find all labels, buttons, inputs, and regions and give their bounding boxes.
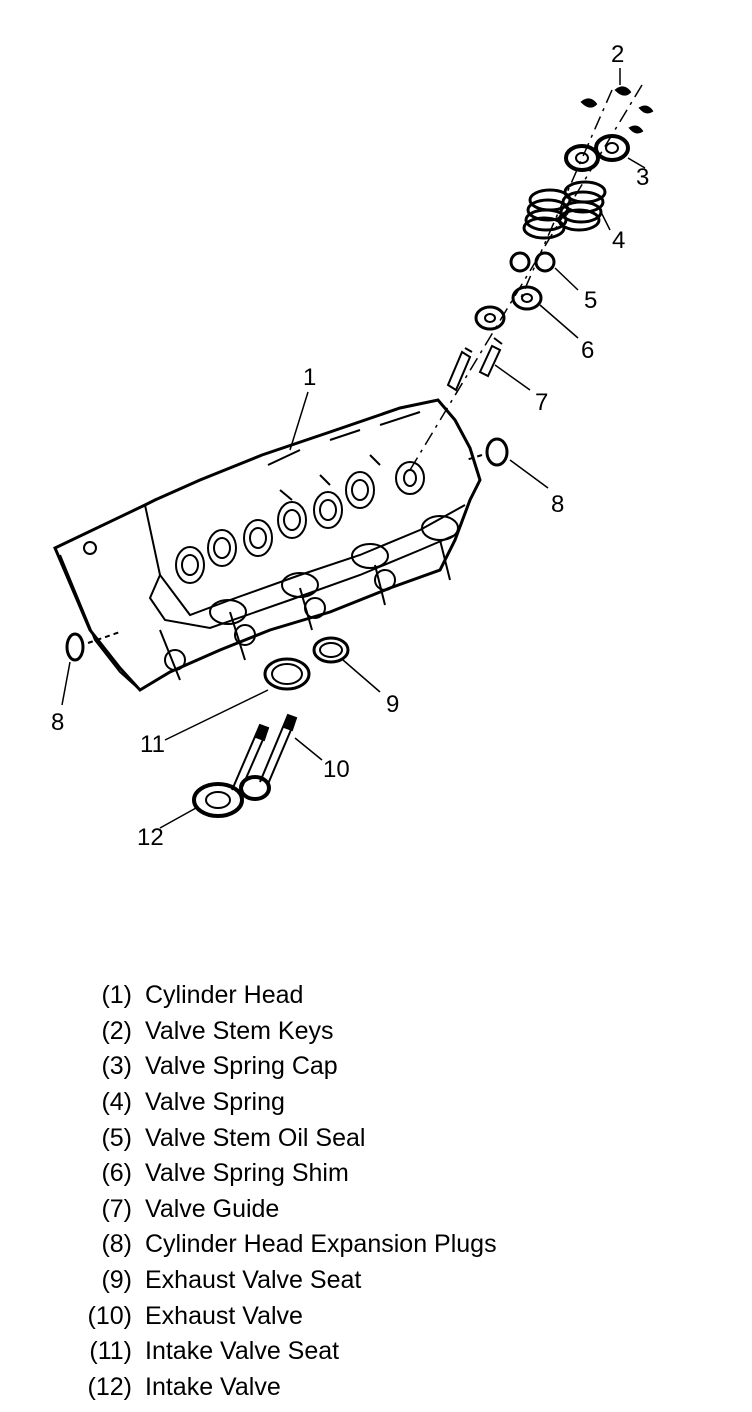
legend-number: (6) xyxy=(101,1159,132,1188)
callout-2: 2 xyxy=(611,41,624,68)
legend-label: Valve Stem Oil Seal xyxy=(145,1123,366,1152)
callout-11: 11 xyxy=(140,731,165,758)
legend-label: Intake Valve xyxy=(145,1372,281,1401)
legend-label: Cylinder Head xyxy=(145,981,304,1010)
legend-label: Intake Valve Seat xyxy=(145,1337,340,1366)
legend-number: (7) xyxy=(101,1194,132,1223)
legend-number: (3) xyxy=(101,1052,132,1081)
callout-12: 12 xyxy=(137,824,164,851)
legend-item: (12) Intake Valve xyxy=(60,1370,700,1406)
callout-8-left: 8 xyxy=(51,709,64,736)
legend-label: Valve Stem Keys xyxy=(145,1016,334,1045)
callout-5: 5 xyxy=(584,287,597,314)
legend-item: (11) Intake Valve Seat xyxy=(60,1334,700,1370)
callout-4: 4 xyxy=(612,227,625,254)
valve-train-parts xyxy=(65,84,654,662)
legend-number: (8) xyxy=(101,1230,132,1259)
legend-number: (12) xyxy=(87,1372,132,1401)
legend-label: Valve Spring xyxy=(145,1088,285,1117)
legend-number: (4) xyxy=(101,1088,132,1117)
legend-item: (2) Valve Stem Keys xyxy=(60,1014,700,1050)
legend-number: (5) xyxy=(101,1123,132,1152)
cylinder-head-illustration xyxy=(53,398,482,692)
legend-item: (3) Valve Spring Cap xyxy=(60,1049,700,1085)
legend-number: (11) xyxy=(89,1337,132,1366)
legend-item: (4) Valve Spring xyxy=(60,1085,700,1121)
legend-item: (8) Cylinder Head Expansion Plugs xyxy=(60,1227,700,1263)
callout-numbers: 1 2 3 4 5 6 7 8 8 9 10 11 12 xyxy=(51,41,649,851)
legend-number: (9) xyxy=(101,1266,132,1295)
legend-item: (7) Valve Guide xyxy=(60,1192,700,1228)
legend-label: Exhaust Valve Seat xyxy=(145,1266,362,1295)
legend-label: Cylinder Head Expansion Plugs xyxy=(145,1230,497,1259)
legend-item: (10) Exhaust Valve xyxy=(60,1298,700,1334)
legend-label: Valve Spring Shim xyxy=(145,1159,349,1188)
callout-9: 9 xyxy=(386,691,399,718)
callout-8-right: 8 xyxy=(551,491,564,518)
legend-item: (5) Valve Stem Oil Seal xyxy=(60,1120,700,1156)
legend-number: (2) xyxy=(101,1016,132,1045)
legend-item: (1) Cylinder Head xyxy=(60,978,700,1014)
callout-6: 6 xyxy=(581,337,594,364)
legend-item: (9) Exhaust Valve Seat xyxy=(60,1263,700,1299)
callout-7: 7 xyxy=(535,389,548,416)
valves-and-seats xyxy=(192,636,350,818)
parts-legend: (1) Cylinder Head (2) Valve Stem Keys (3) V… xyxy=(60,978,700,1405)
callout-10: 10 xyxy=(323,756,350,783)
callout-3: 3 xyxy=(636,164,649,191)
cylinder-head-exploded-diagram: 1 2 3 4 5 6 7 8 8 9 10 11 12 xyxy=(51,41,654,851)
legend-label: Valve Guide xyxy=(145,1194,280,1223)
legend-label: Exhaust Valve xyxy=(145,1301,303,1330)
legend-item: (6) Valve Spring Shim xyxy=(60,1156,700,1192)
legend-number: (1) xyxy=(101,981,132,1010)
legend-label: Valve Spring Cap xyxy=(145,1052,338,1081)
legend-number: (10) xyxy=(87,1301,132,1330)
callout-1: 1 xyxy=(303,364,316,391)
leader-lines xyxy=(61,68,646,829)
